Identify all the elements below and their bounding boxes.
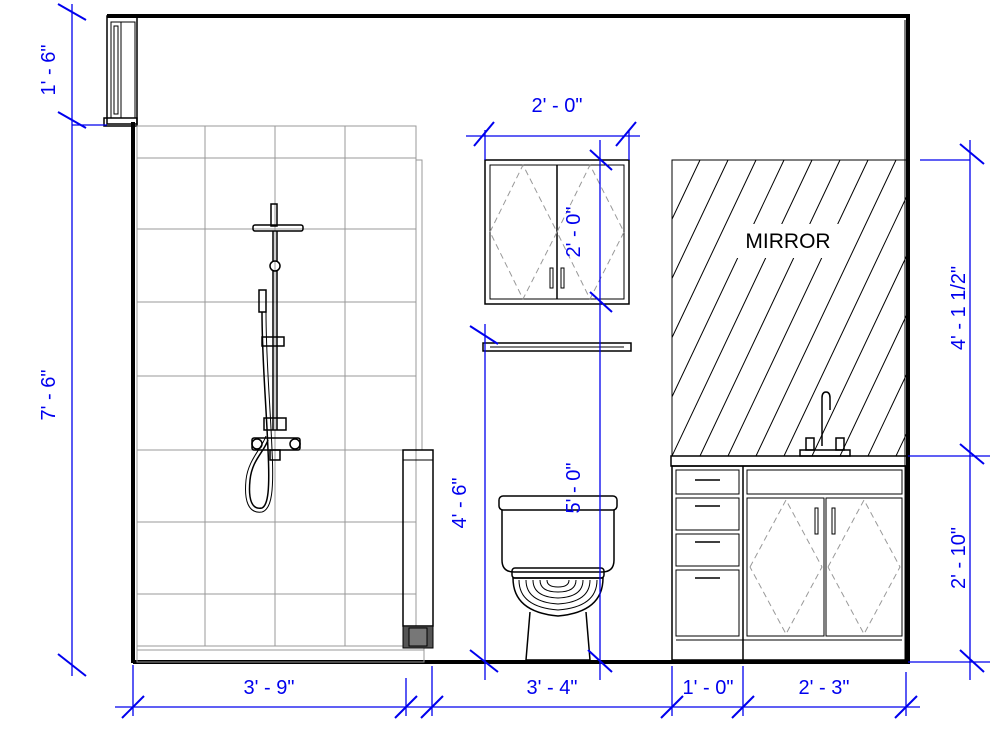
dimension-lines: [57, 3, 990, 719]
towel-bar: [482, 342, 632, 352]
window: [103, 15, 138, 127]
toilet: [498, 495, 618, 661]
dim-left-main-height: 7' - 6": [38, 370, 60, 421]
mirror: MIRROR: [671, 159, 909, 457]
wall-cabinet: [484, 159, 630, 305]
dim-shower-width: 3' - 9": [244, 677, 295, 699]
shower-fixture: [245, 203, 304, 513]
room-outline: [107, 14, 910, 664]
dim-vanity-height: 2' - 10": [948, 527, 970, 589]
shower-tile-wall: [136, 125, 434, 663]
dim-cabinet-bottom-height: 5' - 0": [563, 463, 585, 514]
dim-toilet-zone-width: 3' - 4": [527, 677, 578, 699]
vanity-cabinet: [670, 455, 909, 661]
dim-mirror-height: 4' - 1 1/2": [948, 266, 970, 350]
dim-cabinet-width: 2' - 0": [532, 95, 583, 117]
dim-cabinet-height: 2' - 0": [563, 207, 585, 258]
dim-drawer-width: 1' - 0": [683, 677, 734, 699]
dim-vanity-door-width: 2' - 3": [799, 677, 850, 699]
dimension-labels: 1' - 6" 7' - 6" 2' - 0" 2' - 0" 4' - 6" …: [38, 45, 970, 699]
dim-towel-bar-height: 4' - 6": [449, 478, 471, 529]
mirror-label: MIRROR: [745, 230, 830, 253]
dim-left-top-height: 1' - 6": [38, 45, 60, 96]
vanity-faucet: [799, 391, 851, 457]
